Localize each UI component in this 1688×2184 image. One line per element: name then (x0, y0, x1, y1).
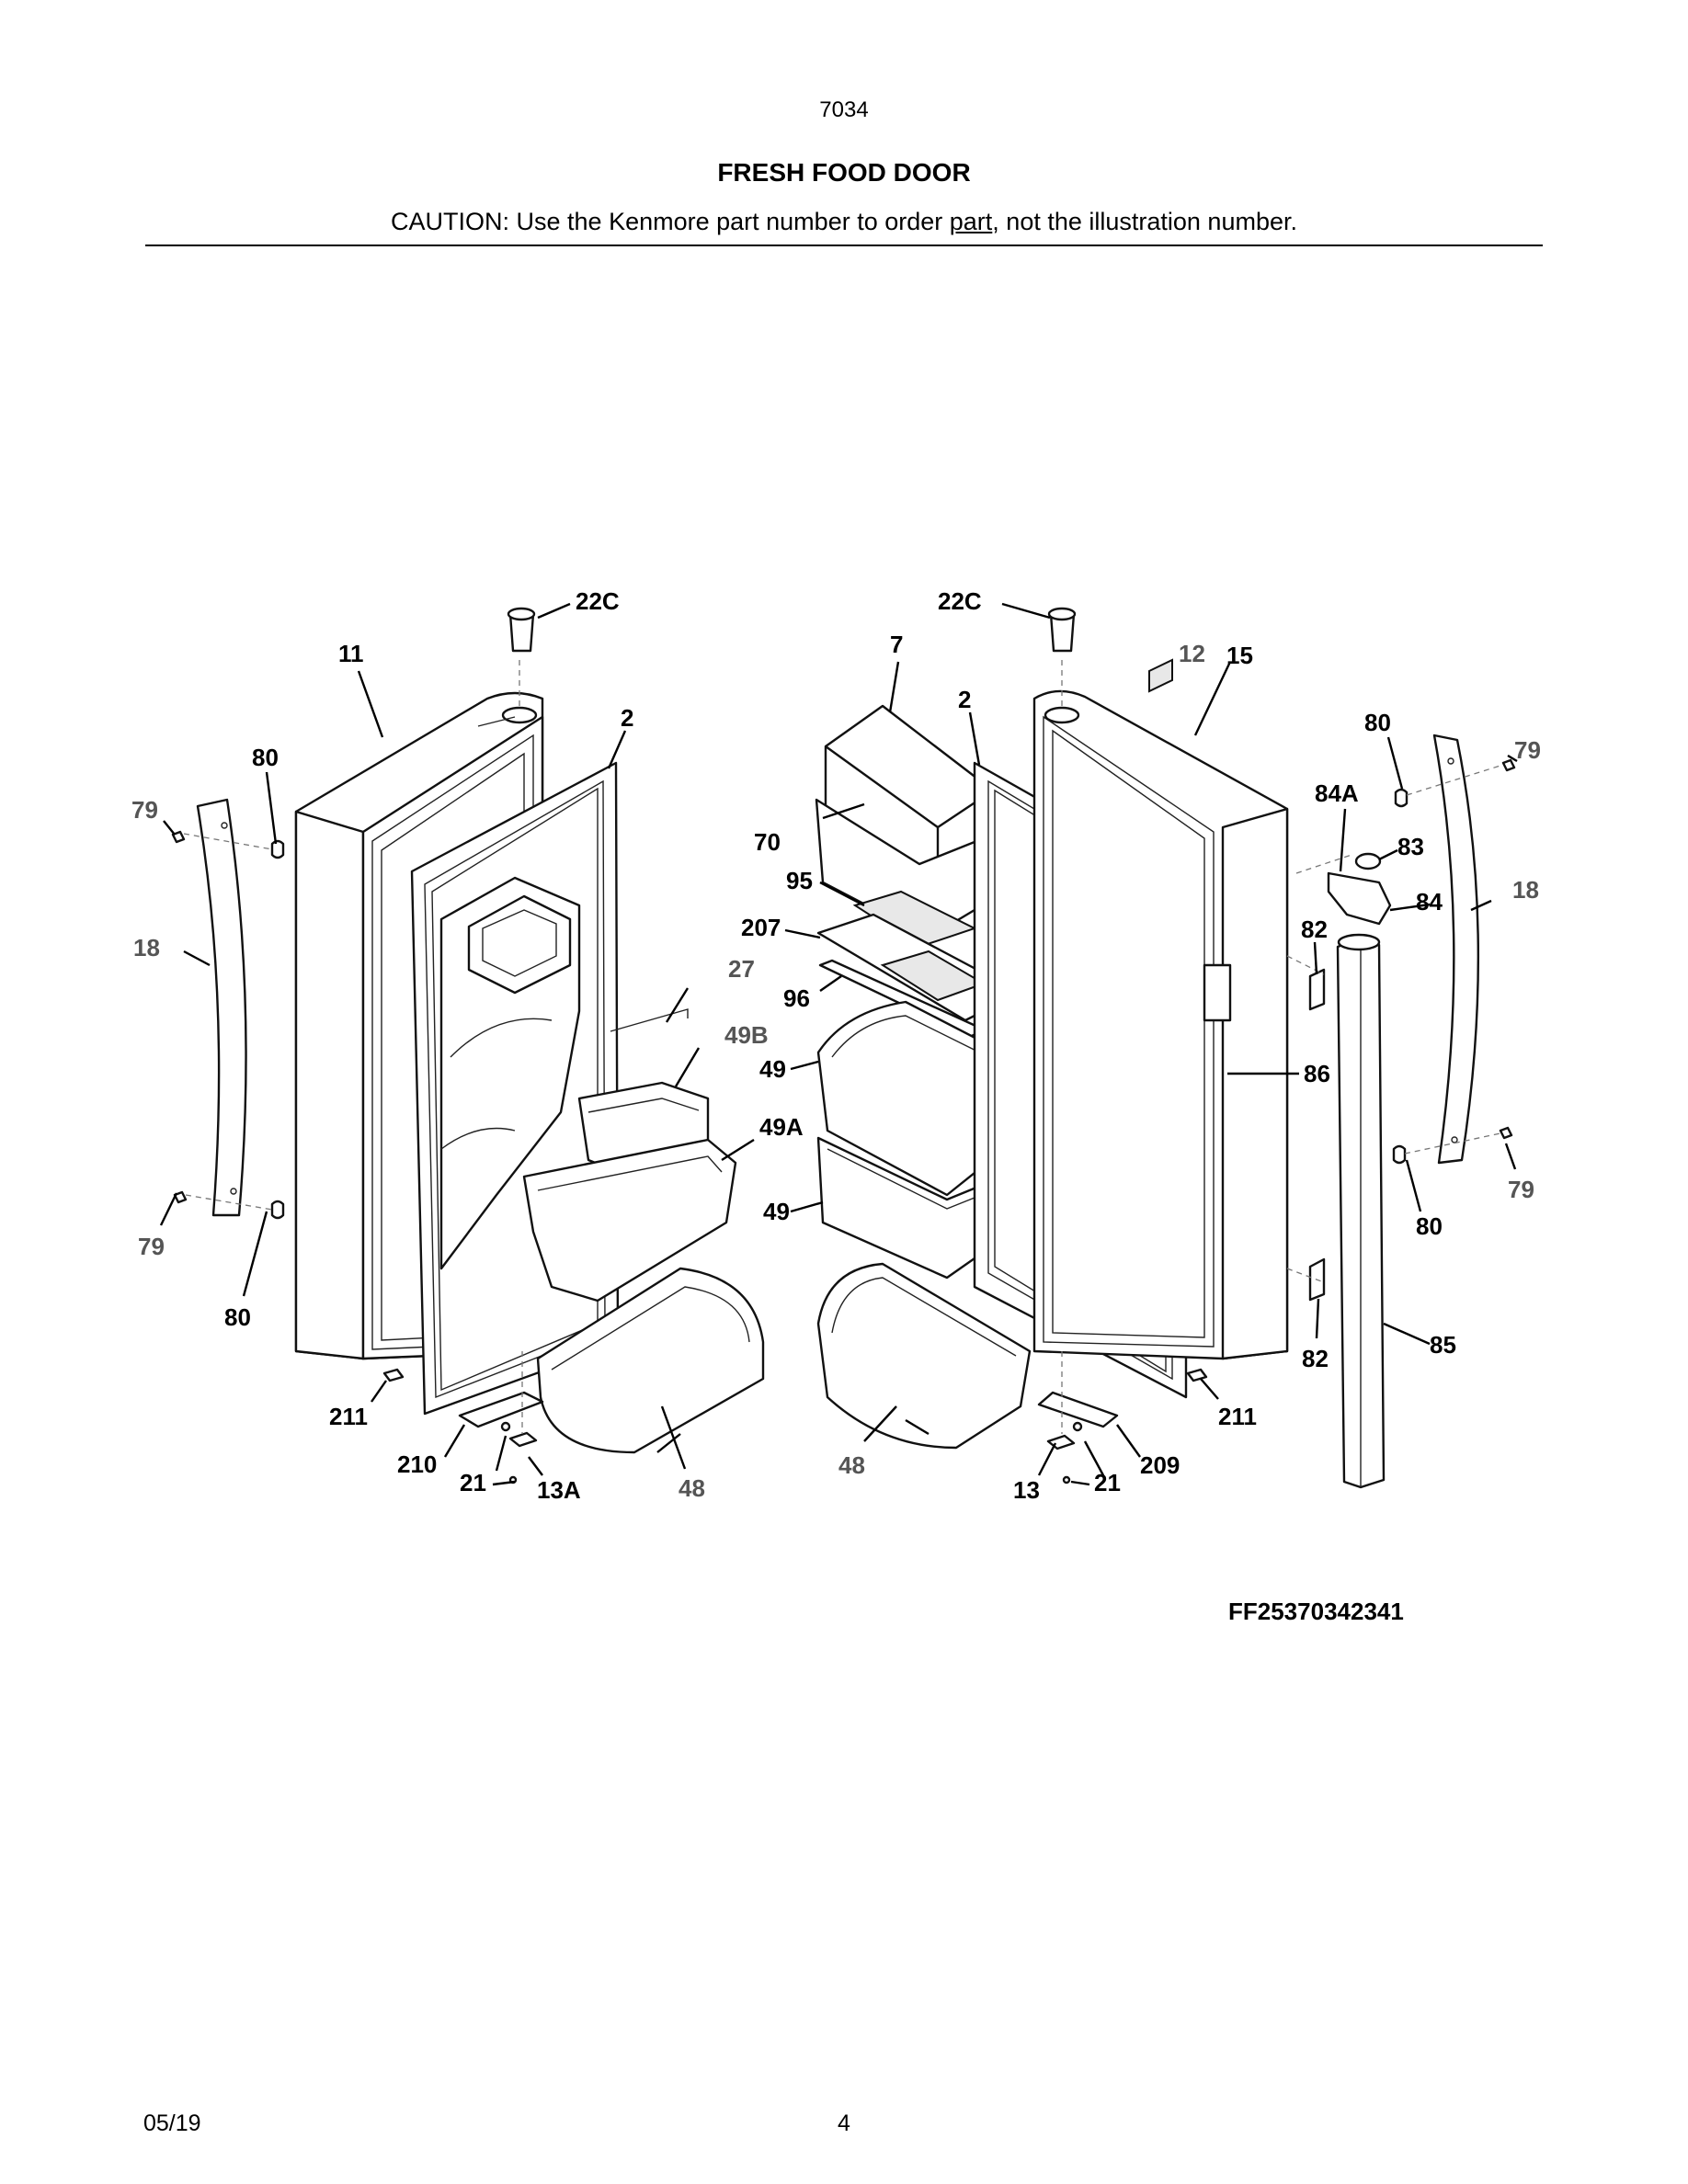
callout-18-right: 18 (1512, 876, 1539, 904)
callout-79-bottom-left: 79 (138, 1233, 165, 1260)
callout-2-right: 2 (958, 686, 971, 713)
callout-85: 85 (1430, 1331, 1456, 1359)
callout-83: 83 (1397, 833, 1424, 860)
door-bin-48-left (536, 1267, 765, 1454)
callout-80-top-left: 80 (252, 744, 279, 771)
callout-82-top: 82 (1301, 916, 1328, 943)
callout-12: 12 (1179, 640, 1205, 667)
callout-211-right: 211 (1218, 1403, 1257, 1430)
header-divider (145, 245, 1543, 246)
callout-207: 207 (741, 914, 781, 941)
leader-lines (159, 602, 1518, 1486)
hinge-cover-84 (1327, 852, 1392, 926)
callout-48-left: 48 (679, 1474, 705, 1502)
page-title: FRESH FOOD DOOR (717, 158, 971, 187)
callout-21-left: 21 (460, 1469, 486, 1496)
caution-part-link[interactable]: part (949, 208, 993, 235)
hinge-pin-22c-right (1047, 607, 1077, 653)
callout-79-top-left: 79 (131, 796, 158, 824)
callout-22c-right: 22C (938, 587, 982, 615)
callout-15: 15 (1226, 642, 1253, 669)
door-bin-48-right (816, 1262, 1032, 1450)
callout-49a: 49A (759, 1113, 804, 1141)
callout-21-right: 21 (1094, 1469, 1121, 1496)
callout-70: 70 (754, 828, 781, 856)
callout-84a: 84A (1315, 779, 1359, 807)
door-bin-49a (522, 1138, 737, 1302)
hinge-pin-22c-left (507, 607, 536, 653)
wire-27 (610, 1008, 689, 1032)
tray-207 (816, 913, 1022, 1022)
door-trim-85 (1336, 933, 1386, 1489)
callout-labels: 22C 22C 11 2 2 7 12 15 80 80 79 79 84A 8… (131, 587, 1541, 1504)
dispenser-housing (439, 876, 581, 1270)
callout-22c-left: 22C (576, 587, 620, 615)
left-door-handle (196, 798, 247, 1217)
callout-209: 209 (1140, 1451, 1180, 1479)
bracket-82-top (1308, 968, 1326, 1011)
callout-96: 96 (783, 984, 810, 1012)
callout-2-left: 2 (621, 704, 633, 732)
diagram-id: FF25370342341 (1228, 1598, 1404, 1625)
caution-prefix: CAUTION: Use the Kenmore part number to … (391, 208, 950, 235)
callout-79-bottom-right: 79 (1508, 1176, 1534, 1203)
callout-49-top: 49 (759, 1055, 786, 1083)
revision-date: 05/19 (143, 2110, 201, 2136)
label-12 (1148, 658, 1173, 693)
callout-13a: 13A (537, 1476, 581, 1504)
callout-27: 27 (728, 955, 755, 983)
callout-49b: 49B (724, 1021, 769, 1049)
callout-80-bottom-left: 80 (224, 1303, 251, 1331)
callout-18-left: 18 (133, 934, 160, 961)
left-handle-fasteners (171, 830, 285, 1220)
caution-suffix: , not the illustration number. (992, 208, 1297, 235)
callout-82-bottom: 82 (1302, 1345, 1329, 1372)
section-number: 7034 (819, 97, 869, 122)
callout-80-top-right: 80 (1364, 709, 1391, 736)
callout-80-bottom-right: 80 (1416, 1212, 1443, 1240)
callout-7: 7 (890, 631, 903, 658)
right-door-shell (1032, 660, 1289, 1360)
left-hinge-assembly (382, 1351, 544, 1484)
callout-210: 210 (397, 1450, 437, 1478)
callout-86: 86 (1304, 1060, 1330, 1087)
callout-211-left: 211 (329, 1403, 368, 1430)
callout-13: 13 (1013, 1476, 1040, 1504)
callout-49-bottom: 49 (763, 1198, 790, 1225)
page-number: 4 (838, 2110, 850, 2136)
callout-95: 95 (786, 867, 813, 894)
caution-text: CAUTION: Use the Kenmore part number to … (0, 208, 1688, 236)
dashed-guides-right (1286, 854, 1352, 1283)
right-handle-fasteners (1392, 758, 1516, 1165)
right-door-handle (1432, 734, 1480, 1165)
callout-79-top-right: 79 (1514, 736, 1541, 764)
callout-84: 84 (1416, 888, 1443, 916)
callout-48-right: 48 (838, 1451, 865, 1479)
callout-11: 11 (338, 640, 364, 667)
